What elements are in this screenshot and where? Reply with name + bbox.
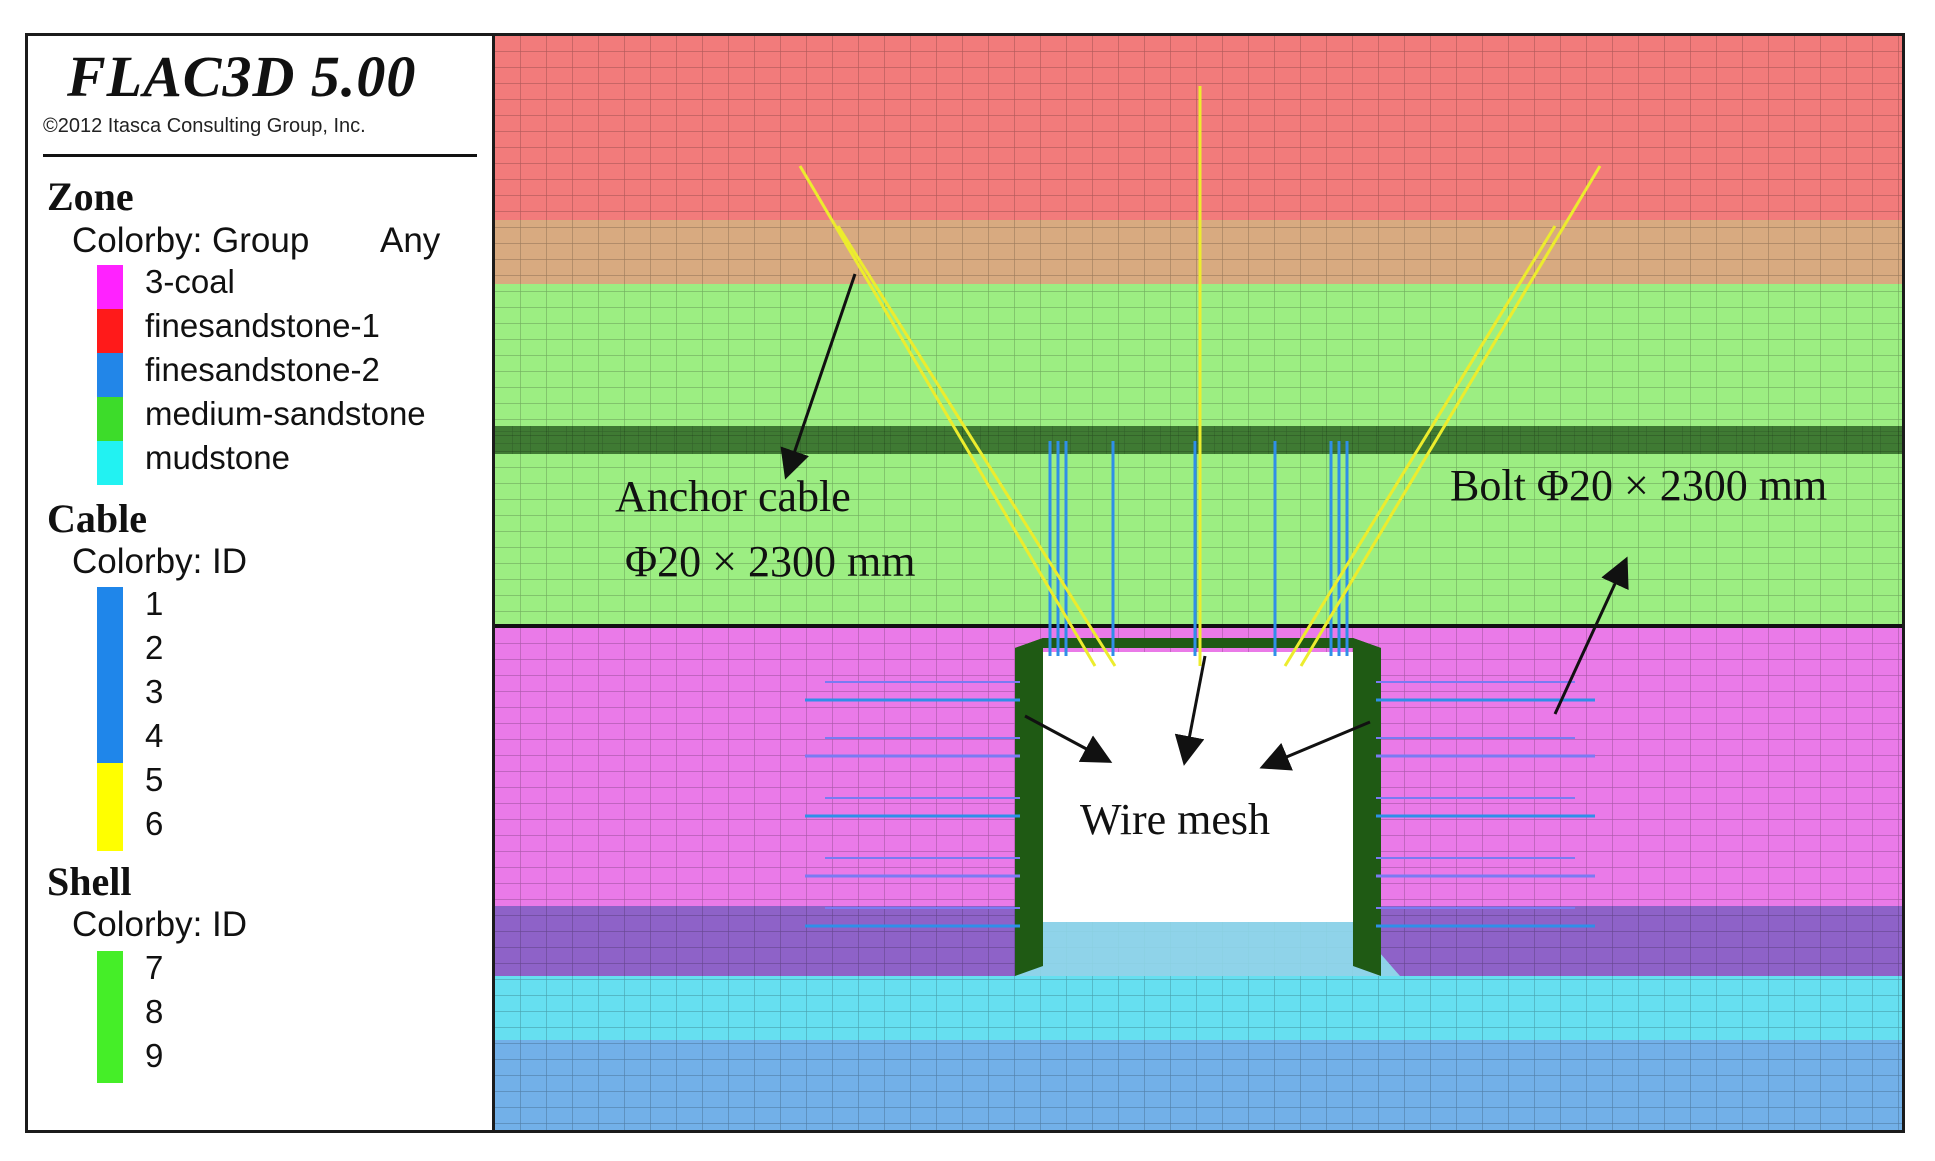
cable-legend-item: 2	[145, 629, 164, 666]
zone-swatch	[97, 353, 123, 397]
arrow-mesh-top	[1174, 655, 1207, 766]
bolt-label: Bolt Φ20 × 2300 mm	[1450, 461, 1827, 510]
cable-swatch	[97, 675, 123, 719]
zone-legend-item: medium-sandstone	[145, 395, 426, 432]
zone-colorby: Colorby: Group	[72, 221, 310, 260]
arrow-mesh-left	[1024, 714, 1113, 763]
arrow-bolt	[1553, 556, 1629, 715]
zone-any: Any	[380, 221, 441, 260]
cable-legend-item: 4	[145, 717, 164, 754]
roadway-floor	[1015, 922, 1400, 976]
zone-swatch	[97, 441, 123, 485]
shell-colorby: Colorby: ID	[72, 905, 248, 944]
bolt-group	[805, 441, 1595, 928]
cable-swatch	[97, 763, 123, 807]
shell-swatch	[97, 995, 123, 1039]
cable-legend-item: 1	[145, 585, 164, 622]
arrow-mesh-right	[1259, 720, 1371, 771]
model-view: Anchor cable Φ20 × 2300 mm Bolt Φ20 × 23…	[495, 36, 1902, 1130]
zone-legend-item: 3-coal	[145, 263, 235, 300]
cable-swatch	[97, 587, 123, 631]
cable-swatch	[97, 807, 123, 851]
zone-legend-item: finesandstone-2	[145, 351, 380, 388]
cable-swatch	[97, 631, 123, 675]
arrow-anchor-cable	[780, 273, 857, 480]
app-title: FLAC3D 5.00	[67, 44, 417, 109]
cable-colorby: Colorby: ID	[72, 542, 248, 581]
legend-divider	[43, 154, 477, 157]
anchor-cable	[798, 165, 1097, 667]
legend-panel: FLAC3D 5.00 ©2012 Itasca Consulting Grou…	[25, 33, 495, 1133]
cable-swatch	[97, 719, 123, 763]
copyright-text: ©2012 Itasca Consulting Group, Inc.	[43, 115, 366, 137]
anchor-cable-spec: Φ20 × 2300 mm	[625, 537, 915, 586]
zone-legend-item: mudstone	[145, 439, 290, 476]
cable-legend-item: 6	[145, 805, 164, 842]
zone-legend-item: finesandstone-1	[145, 307, 380, 344]
anchor-cable-label: Anchor cable	[615, 472, 851, 521]
anchor-cable	[836, 225, 1117, 667]
shell-roof	[1015, 638, 1381, 648]
shell-swatch	[97, 1039, 123, 1083]
zone-swatch	[97, 397, 123, 441]
cable-legend-item: 3	[145, 673, 164, 710]
anchor-cable	[1299, 165, 1602, 667]
zone-swatch	[97, 265, 123, 309]
zone-heading: Zone	[47, 174, 134, 219]
shell-legend-item: 9	[145, 1037, 164, 1074]
cable-heading: Cable	[47, 496, 147, 541]
shell-heading: Shell	[47, 859, 132, 904]
zone-swatch	[97, 309, 123, 353]
shell-legend-item: 8	[145, 993, 164, 1030]
cable-legend-item: 5	[145, 761, 164, 798]
anchor-cable-group	[798, 86, 1602, 667]
shell-swatch	[97, 951, 123, 995]
shell-legend-item: 7	[145, 949, 164, 986]
anchor-cable	[1283, 225, 1557, 667]
shell-right-wall	[1353, 638, 1381, 976]
wire-mesh-label: Wire mesh	[1080, 795, 1270, 844]
